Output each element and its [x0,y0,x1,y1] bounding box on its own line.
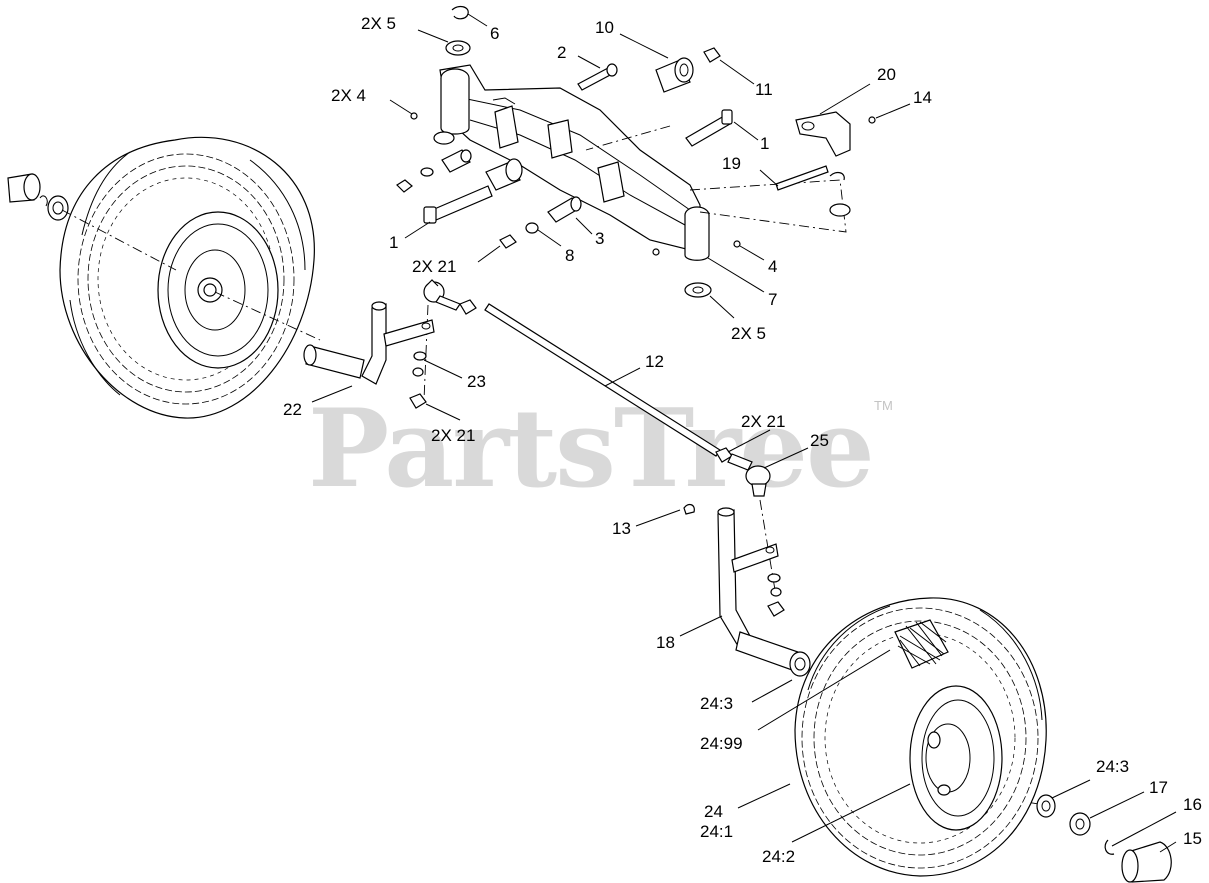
callout-16: 16 [1183,795,1202,814]
partstree-watermark: PartsTree [308,386,873,512]
callout-15: 15 [1183,829,1202,848]
leader-lines [311,13,1177,853]
callout-24-1: 24:1 [700,822,733,841]
right-spindle-18[interactable] [717,507,799,671]
callout-20: 20 [877,65,896,84]
top-snap-ring-6[interactable] [451,5,469,20]
grease-fitting-4-right[interactable] [733,240,741,248]
right-front-wheel[interactable] [794,597,1047,877]
bearing-24-3-left[interactable] [789,651,811,677]
nut-and-washer-left[interactable] [396,167,434,193]
callout-2x5-top: 2X 5 [361,14,396,33]
tie-rod-end-left[interactable] [423,279,461,311]
top-washer-5[interactable] [445,40,471,56]
bolt-19[interactable] [775,165,829,191]
callout-24: 24 [704,802,723,821]
bolt-1-right[interactable] [685,109,733,147]
nut-21-left-spindle[interactable] [409,393,427,409]
lower-washer-beam[interactable] [433,131,455,145]
trademark-mark: TM [874,398,893,413]
callout-7: 7 [768,290,777,309]
left-spindle-22[interactable] [303,301,435,385]
callout-24-99: 24:99 [700,734,743,753]
snap-ring-16[interactable] [1104,839,1115,855]
callout-6: 6 [490,24,499,43]
callout-18: 18 [656,633,675,652]
callout-11: 11 [755,80,773,99]
bushing-10[interactable] [655,57,694,93]
cotter-pin-13[interactable] [683,503,695,515]
snap-ring-steering[interactable] [829,171,845,181]
washer-17[interactable] [1069,812,1091,836]
steering-arm-centerline [689,179,847,233]
hub-cap-15[interactable] [1121,841,1172,883]
callout-24-3-left: 24:3 [700,694,733,713]
callout-14: 14 [913,88,932,107]
grease-fitting-4-top[interactable] [410,112,418,120]
front-axle-beam[interactable] [439,64,710,261]
callout-2x21-right: 2X 21 [741,412,785,431]
pin-14[interactable] [868,116,876,124]
bolt-1-left[interactable] [423,185,493,224]
washer-5-bottom[interactable] [684,282,712,298]
callout-19: 19 [722,154,741,173]
left-hub-bearing[interactable] [7,173,69,221]
pivot-centerline [585,125,671,151]
callout-24-2: 24:2 [762,847,795,866]
callout-2x5-bottom: 2X 5 [731,324,766,343]
tie-rod-nut-left[interactable] [459,299,477,315]
spacer-3-left[interactable] [441,149,472,173]
bushing-10-left[interactable] [485,158,523,191]
tie-rod-end-right-centerline [759,499,776,591]
callout-2x21-left: 2X 21 [431,426,475,445]
bolt-2[interactable] [577,63,618,91]
callout-25: 25 [810,431,829,450]
callout-23: 23 [467,372,486,391]
callout-4: 4 [768,257,777,276]
washer-8[interactable] [525,222,539,234]
tie-rod-end-25[interactable] [727,453,771,497]
callout-1-right: 1 [760,134,769,153]
callout-labels: 2X 5 6 10 2 11 20 14 2X 4 1 19 1 3 8 2X … [283,14,1202,866]
callout-1-left: 1 [389,233,398,252]
callout-13: 13 [612,519,631,538]
nut-11[interactable] [703,47,721,63]
callout-3: 3 [595,229,604,248]
callout-8: 8 [565,246,574,265]
left-front-wheel[interactable] [59,136,315,419]
grease-fitting-lower[interactable] [652,248,660,256]
callout-12: 12 [645,352,664,371]
callout-2: 2 [557,43,566,62]
callout-17: 17 [1149,778,1168,797]
callout-10: 10 [595,18,614,37]
spacer-3-lower[interactable] [547,196,582,223]
washer-steering[interactable] [829,203,851,217]
left-wheel-centerline [61,209,177,271]
nut-21-beam[interactable] [499,234,517,249]
right-spindle-hardware[interactable] [767,573,785,617]
callout-2x21-top: 2X 21 [412,257,456,276]
bearing-24-3-right[interactable] [1036,794,1056,818]
callout-2x4: 2X 4 [331,86,366,105]
callout-24-3-right: 24:3 [1096,757,1129,776]
washer-23[interactable] [412,351,427,377]
steering-arm-20[interactable] [795,111,851,157]
callout-22: 22 [283,400,302,419]
